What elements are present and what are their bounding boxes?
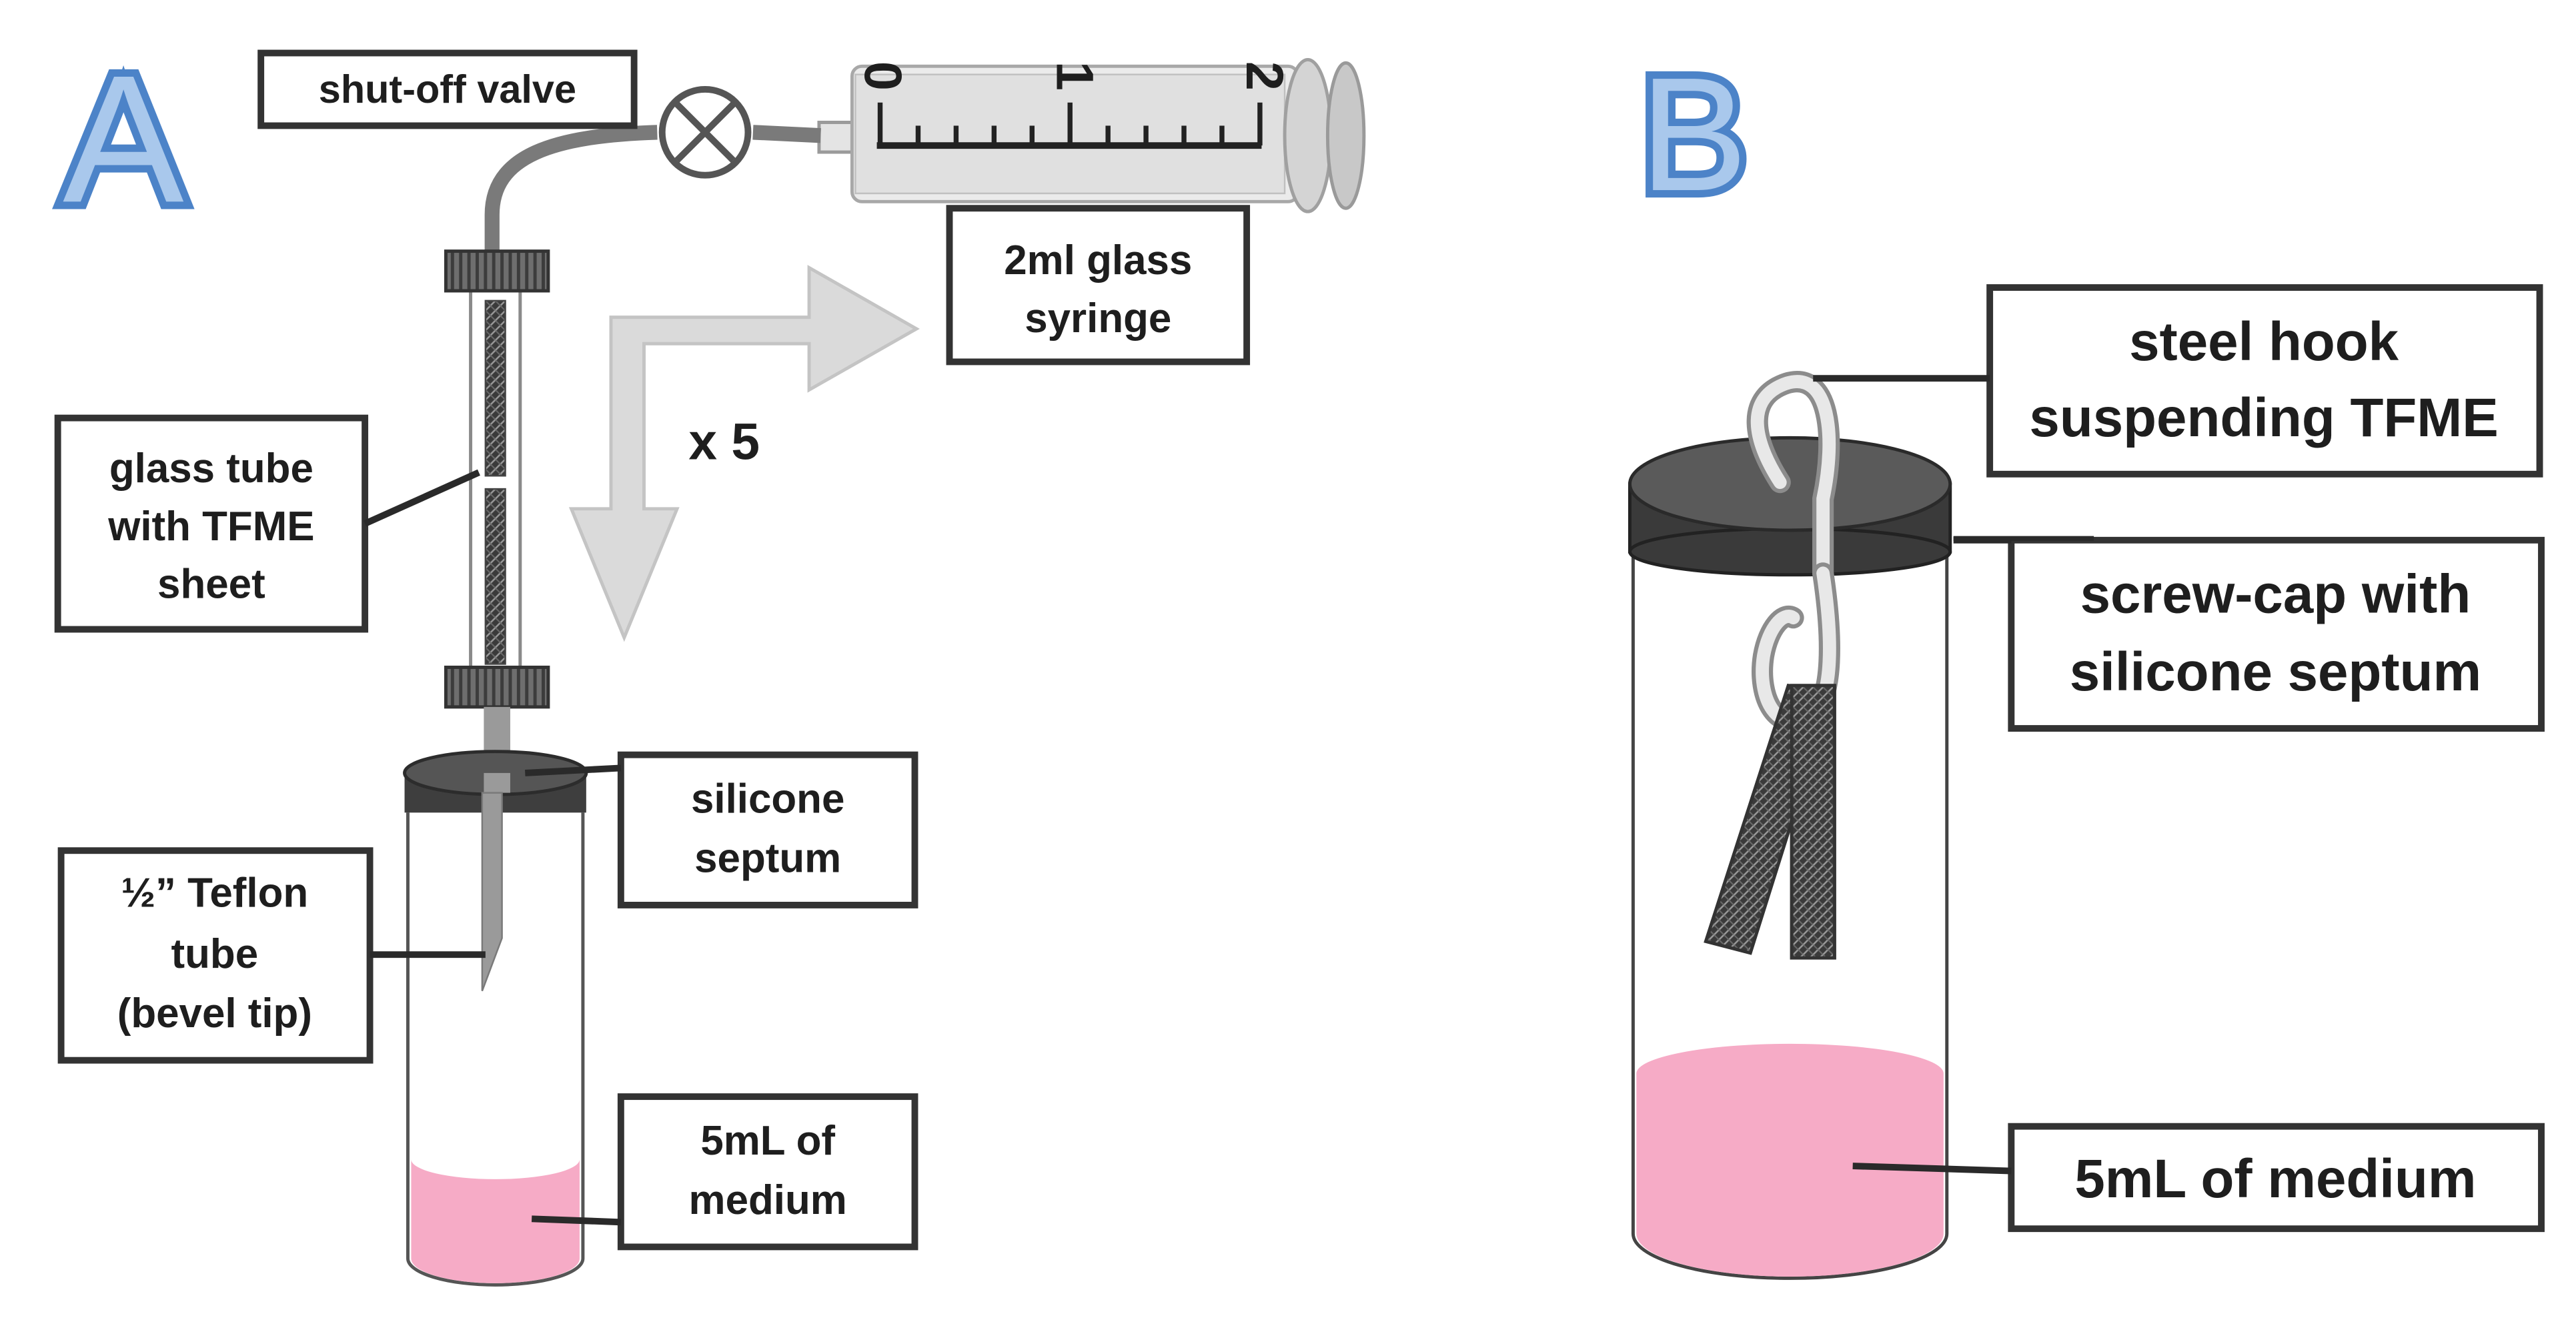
cap-label-line1: screw-cap with bbox=[2080, 564, 2471, 625]
syringe-scale-2: 2 bbox=[1235, 61, 1295, 91]
syringe-tick-marks bbox=[877, 102, 1263, 146]
syringe-scale-0: 0 bbox=[854, 61, 913, 91]
syringe-label-line2: syringe bbox=[1025, 295, 1171, 342]
shutoff-valve-label-box bbox=[257, 49, 638, 129]
septum-leader bbox=[524, 764, 622, 776]
cap-label-line2: silicone septum bbox=[2070, 642, 2481, 702]
medium-a-label-line1: 5mL of bbox=[700, 1118, 835, 1164]
tfme-strips bbox=[1704, 683, 1836, 960]
glass-tube-label-line3: sheet bbox=[157, 561, 265, 607]
shutoff-valve-label: shut-off valve bbox=[319, 67, 576, 111]
septum-label-box bbox=[617, 751, 918, 908]
hook-label-box bbox=[1986, 284, 2543, 478]
vial-a-medium bbox=[411, 1159, 580, 1283]
medium-a-leader bbox=[531, 1215, 622, 1226]
glass-column bbox=[469, 279, 522, 679]
glass-tube-leader bbox=[364, 469, 480, 527]
screw-cap bbox=[1628, 436, 1952, 577]
syringe-label-box bbox=[946, 205, 1251, 366]
shutoff-valve-symbol bbox=[658, 86, 752, 179]
teflon-label-box bbox=[57, 847, 374, 1064]
teflon-tube-bevel-tip bbox=[481, 792, 503, 992]
repeat-count: x 5 bbox=[688, 414, 760, 471]
valve-to-syringe-tubing bbox=[752, 125, 821, 143]
syringe-scale-1: 1 bbox=[1045, 61, 1105, 91]
vial-a bbox=[403, 750, 588, 1287]
septum-label-line2: septum bbox=[694, 835, 841, 881]
connecting-tubing bbox=[484, 125, 658, 251]
cap-label-box bbox=[2008, 536, 2545, 732]
teflon-label-line1: ½” Teflon bbox=[121, 870, 308, 916]
glass-tube-label-line1: glass tube bbox=[109, 446, 313, 492]
medium-a-label-line2: medium bbox=[689, 1177, 847, 1223]
syringe-label-line1: 2ml glass bbox=[1004, 237, 1192, 283]
medium-b-label-box bbox=[2008, 1123, 2545, 1233]
glass-tube-label-line2: with TFME bbox=[107, 504, 314, 550]
hook-label-line1: steel hook bbox=[2129, 311, 2399, 372]
septum-label-line1: silicone bbox=[691, 776, 844, 822]
column-bottom-fitting bbox=[444, 665, 550, 709]
repeat-cycle-arrow bbox=[568, 265, 920, 642]
glass-tube-label-box bbox=[54, 414, 369, 633]
panel-a-letter: A bbox=[63, 37, 185, 240]
teflon-label-line2: tube bbox=[171, 931, 259, 977]
medium-a-label-box bbox=[617, 1093, 918, 1251]
panel-b-letter: B bbox=[1640, 44, 1748, 225]
medium-b-leader bbox=[1852, 1163, 2012, 1175]
vial-b-medium bbox=[1636, 1043, 1944, 1277]
teflon-label-line3: (bevel tip) bbox=[117, 990, 312, 1037]
hook-label-line2: suspending TFME bbox=[2029, 388, 2498, 448]
glass-syringe: 0 1 2 bbox=[817, 57, 1366, 213]
medium-b-label: 5mL of medium bbox=[2074, 1149, 2476, 1209]
column-top-fitting bbox=[444, 249, 550, 293]
